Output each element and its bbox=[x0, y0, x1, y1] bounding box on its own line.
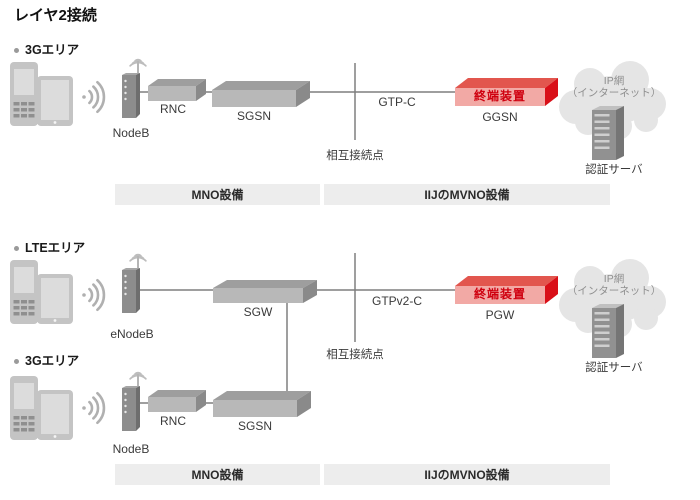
auth-server-label: 認証サーバ bbox=[585, 164, 643, 176]
area-label-3g-bottom: 3Gエリア bbox=[14, 354, 80, 369]
nodeb-label: NodeB bbox=[112, 126, 150, 140]
band-mvno: IIJのMVNO設備 bbox=[324, 464, 610, 485]
band-mvno-label: IIJのMVNO設備 bbox=[424, 188, 510, 202]
mobile-phone-icon bbox=[10, 376, 38, 440]
row-lte bbox=[10, 253, 666, 358]
sgsn-box bbox=[213, 391, 311, 417]
protocol-label: GTP-C bbox=[378, 95, 416, 109]
bullet-dot bbox=[14, 246, 19, 252]
tablet-icon bbox=[37, 390, 73, 440]
row-3g-top bbox=[10, 58, 666, 160]
sgsn-box bbox=[212, 81, 310, 107]
sgw-box bbox=[213, 280, 317, 303]
sgsn-label: SGSN bbox=[236, 109, 271, 123]
area-label-3g: 3Gエリア bbox=[14, 43, 80, 58]
cloud-label-line2: （インターネット） bbox=[566, 87, 662, 99]
pgw-label: PGW bbox=[485, 308, 515, 322]
area-label-text: 3Gエリア bbox=[25, 43, 80, 57]
rnc-box bbox=[148, 390, 206, 412]
rnc-label: RNC bbox=[160, 414, 186, 428]
mobile-phone-icon bbox=[10, 260, 38, 324]
enodeb-tower-icon bbox=[121, 253, 147, 314]
tablet-icon bbox=[37, 274, 73, 324]
terminal-label: 終端装置 bbox=[473, 287, 526, 302]
band-mno-label: MNO設備 bbox=[191, 188, 244, 202]
page-title: レイヤ2接続 bbox=[14, 7, 97, 24]
band-mvno: IIJのMVNO設備 bbox=[324, 184, 610, 205]
bullet-dot bbox=[14, 359, 19, 365]
interconnect-label: 相互接続点 bbox=[326, 150, 384, 162]
area-label-lte: LTEエリア bbox=[14, 241, 86, 256]
tablet-icon bbox=[37, 76, 73, 126]
band-mno-label: MNO設備 bbox=[191, 468, 244, 482]
rnc-label: RNC bbox=[160, 102, 186, 116]
area-label-text: LTEエリア bbox=[25, 241, 86, 255]
enodeb-label: eNodeB bbox=[110, 327, 154, 341]
rnc-box bbox=[148, 79, 206, 101]
connection-lines bbox=[140, 63, 455, 404]
protocol-label: GTPv2-C bbox=[371, 294, 422, 308]
auth-server-label: 認証サーバ bbox=[585, 362, 643, 374]
interconnect-label: 相互接続点 bbox=[326, 349, 384, 361]
terminal-label: 終端装置 bbox=[473, 89, 526, 104]
area-label-text: 3Gエリア bbox=[25, 354, 80, 368]
bullet-dot bbox=[14, 48, 19, 54]
cloud-label-line2: （インターネット） bbox=[566, 285, 662, 297]
sgsn-label: SGSN bbox=[237, 419, 272, 433]
wireless-waves-icon bbox=[80, 80, 106, 114]
mobile-phone-icon bbox=[10, 62, 38, 126]
band-mvno-label: IIJのMVNO設備 bbox=[424, 468, 510, 482]
cloud-label-line1: IP網 bbox=[603, 75, 625, 87]
auth-server-icon bbox=[592, 106, 624, 160]
ggsn-label: GGSN bbox=[482, 110, 518, 124]
nodeb-tower-icon bbox=[121, 58, 147, 119]
wireless-waves-icon bbox=[80, 278, 106, 312]
nodeb-tower-icon bbox=[121, 371, 147, 432]
cloud-label-line1: IP網 bbox=[603, 273, 625, 285]
sgw-label: SGW bbox=[243, 305, 273, 319]
wireless-waves-icon bbox=[80, 391, 106, 425]
band-mno: MNO設備 bbox=[115, 464, 320, 485]
nodeb-label: NodeB bbox=[112, 442, 150, 456]
band-mno: MNO設備 bbox=[115, 184, 320, 205]
auth-server-icon bbox=[592, 304, 624, 358]
